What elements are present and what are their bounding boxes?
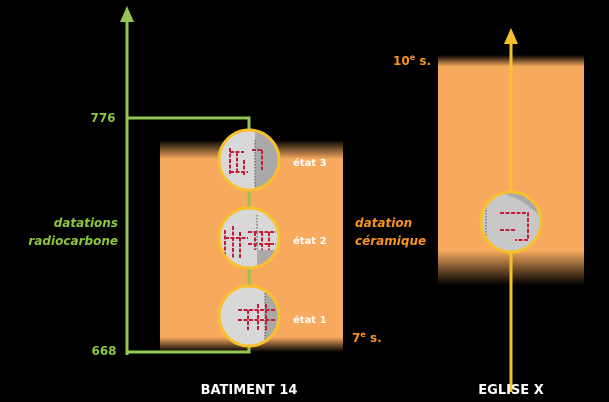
state-2-label: état 2	[293, 235, 327, 247]
state-1-label: état 1	[293, 314, 327, 326]
radiocarbon-bracket	[125, 20, 251, 355]
state-2-plan	[217, 206, 281, 270]
axis-bottom-label: 668	[91, 344, 116, 358]
ceramic-label-2: céramique	[355, 234, 426, 248]
ceramic-label-1: datation	[355, 216, 412, 230]
arrow-up-icon	[504, 28, 518, 44]
radiocarbon-label-1: datations	[54, 216, 118, 230]
arrow-up-icon	[120, 6, 134, 22]
church-plan	[479, 190, 543, 254]
axis-top-label: 776	[90, 111, 115, 125]
building-label: BATIMENT 14	[201, 383, 298, 398]
century-10-label: 10e s.	[393, 53, 431, 68]
state-3-label: état 3	[293, 157, 327, 169]
century-7-label: 7e s.	[352, 330, 382, 345]
church-label: EGLISE X	[478, 383, 543, 398]
radiocarbon-label-2: radiocarbone	[28, 234, 118, 248]
state-1-plan	[217, 284, 281, 348]
